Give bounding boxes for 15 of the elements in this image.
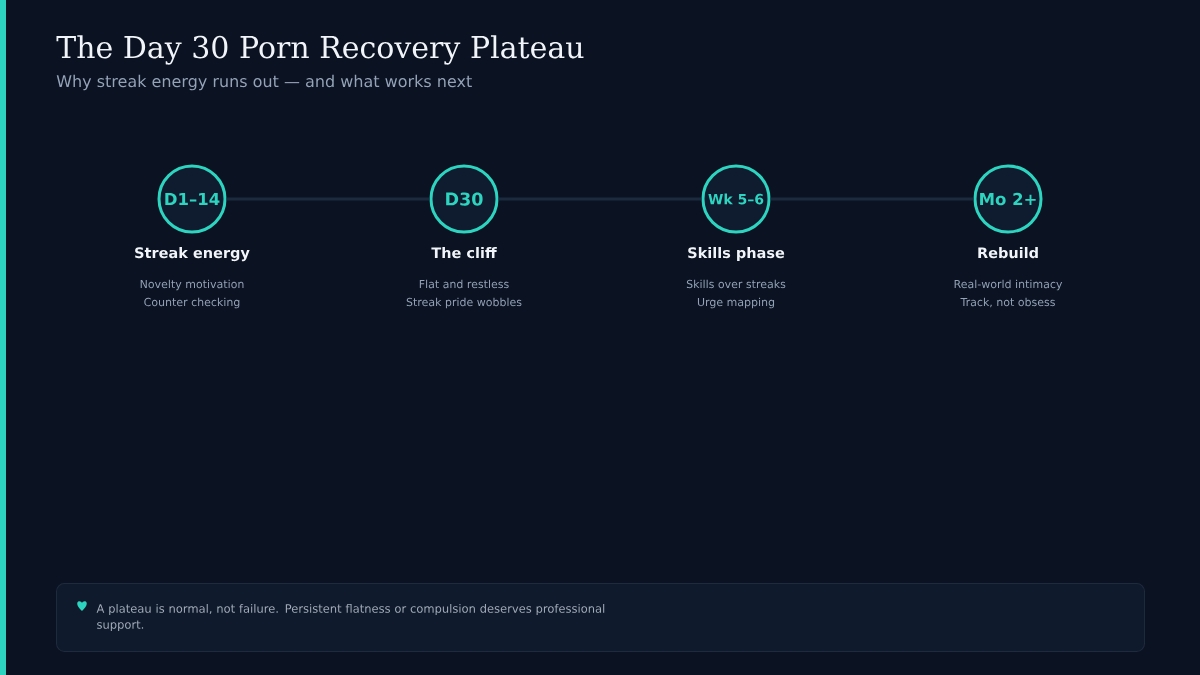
step-heading: Skills phase bbox=[688, 247, 785, 261]
step-detail: Flat and restless bbox=[419, 279, 509, 289]
step-detail: Counter checking bbox=[144, 297, 240, 309]
step-detail: Skills over streaks bbox=[686, 279, 786, 289]
title: The Day 30 Porn Recovery Plateau bbox=[56, 35, 584, 65]
step-heading: The cliff bbox=[431, 247, 497, 259]
step-heading: Rebuild bbox=[978, 247, 1038, 259]
step-detail: Real-world intimacy bbox=[954, 279, 1063, 291]
note-box: A plateau is normal, not failure. Persistent flatness or compulsion deserves professional support. bbox=[56, 583, 1145, 652]
step-detail: Novelty motivation bbox=[140, 279, 244, 291]
step-heading: Streak energy bbox=[135, 247, 250, 262]
step-detail: Streak pride wobbles bbox=[406, 297, 522, 309]
subtitle: Why streak energy runs out — and what works next bbox=[56, 74, 472, 91]
step-detail: Track, not obsess bbox=[960, 297, 1055, 308]
step-detail: Urge mapping bbox=[697, 297, 775, 309]
